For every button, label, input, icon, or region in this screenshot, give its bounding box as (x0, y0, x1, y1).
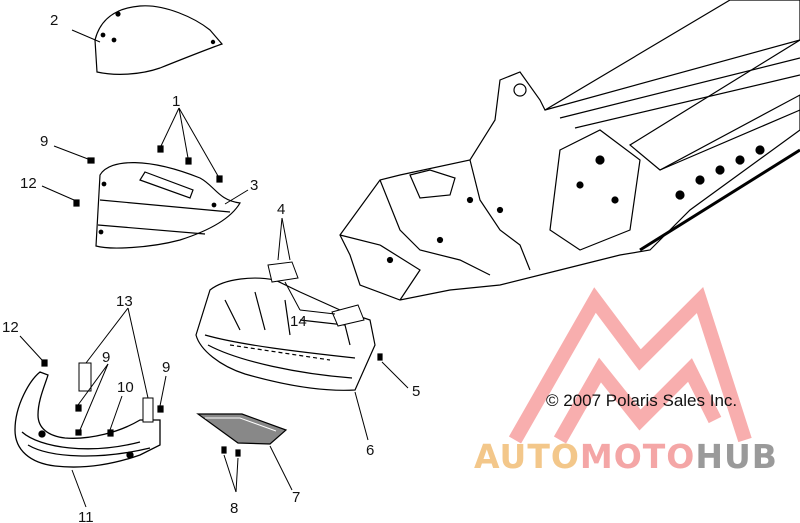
brand-moto: MOTO (579, 437, 696, 476)
bolts-top (73, 145, 223, 207)
callout-2: 2 (50, 12, 58, 29)
callout-12-top: 12 (20, 175, 37, 192)
callout-10: 10 (117, 379, 134, 396)
copyright-text: © 2007 Polaris Sales Inc. (546, 391, 738, 410)
part-11-bumper (14, 371, 161, 468)
part-6-belly-pan (195, 277, 376, 391)
watermark-logo (508, 286, 752, 444)
parts-4-14-pads (267, 261, 365, 327)
callout-9-top: 9 (40, 133, 48, 150)
brand-hub: HUB (695, 437, 778, 476)
callout-9-right: 9 (162, 359, 170, 376)
part-8-fasteners (221, 446, 241, 457)
part-3-skid-plate (95, 162, 241, 249)
callout-14: 14 (290, 313, 307, 330)
part-13-decals (78, 362, 154, 423)
brand-auto: AUTO (474, 437, 580, 476)
callout-7: 7 (292, 489, 300, 506)
callout-9-left: 9 (102, 349, 110, 366)
callout-12-bottom: 12 (2, 319, 19, 336)
leader-lines (19, 29, 409, 508)
callout-4: 4 (277, 201, 285, 218)
part-7-plate (196, 413, 288, 445)
callout-8: 8 (230, 500, 238, 517)
callout-1: 1 (172, 93, 180, 110)
callout-11: 11 (78, 509, 94, 523)
part-5-fastener (377, 353, 383, 361)
callout-5: 5 (412, 383, 420, 400)
watermark-brand: AUTOMOTOHUB (474, 440, 778, 473)
chassis-frame (339, 0, 800, 301)
part-2-plate (94, 5, 224, 75)
callout-3: 3 (250, 177, 258, 194)
callout-labels: 2 1 9 12 3 4 14 5 6 7 8 11 12 13 9 10 9 (2, 12, 420, 523)
callout-13: 13 (116, 293, 133, 310)
callout-6: 6 (366, 442, 374, 459)
